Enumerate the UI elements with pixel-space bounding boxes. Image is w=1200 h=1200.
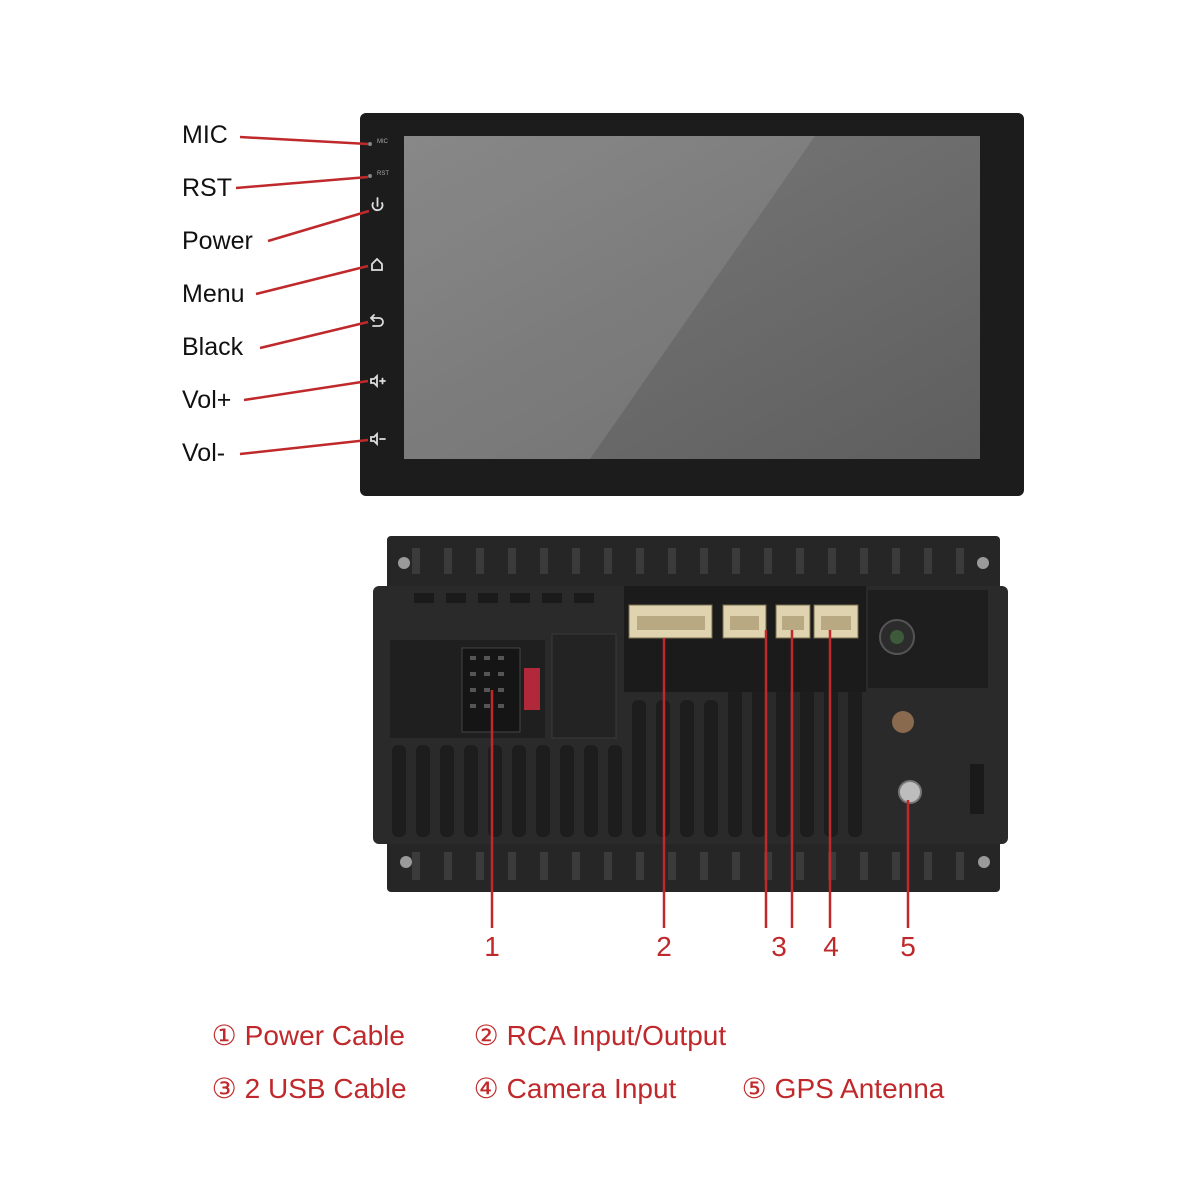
screw-top-left	[398, 557, 410, 569]
connector-number-5: 5	[900, 931, 916, 962]
label-rst: RST	[182, 174, 232, 202]
volume-up-icon[interactable]	[370, 373, 386, 389]
screw-top-right	[977, 557, 989, 569]
label-power: Power	[182, 227, 253, 255]
screw-bottom-left	[400, 856, 412, 868]
head-unit-rear	[373, 536, 1008, 928]
mic-hole	[368, 142, 372, 146]
blank-port	[551, 633, 617, 739]
label-menu: Menu	[182, 280, 245, 308]
connector-number-3: 3	[771, 931, 787, 962]
gps-antenna-port	[898, 780, 922, 804]
panel-rst-text: RST	[377, 171, 389, 177]
callout-power	[267, 209, 370, 243]
label-vol-up: Vol+	[182, 386, 232, 414]
reset-hole[interactable]	[368, 174, 372, 178]
back-icon[interactable]	[369, 314, 384, 327]
mic-jack	[892, 711, 914, 733]
screen-glare	[404, 136, 815, 459]
volume-down-icon[interactable]	[370, 431, 386, 447]
connector-number-4: 4	[823, 931, 839, 962]
callout-vol-up	[243, 379, 369, 402]
callout-black	[259, 320, 369, 350]
screw-bottom-right	[978, 856, 990, 868]
callout-rst	[235, 175, 369, 190]
fuse	[524, 668, 540, 710]
label-vol-down: Vol-	[182, 439, 226, 467]
callout-mic	[239, 135, 369, 146]
connector-number-1: 1	[484, 931, 500, 962]
radio-antenna-pin	[890, 630, 904, 644]
home-icon[interactable]	[371, 257, 383, 271]
label-black: Black	[182, 333, 244, 361]
touch-screen	[404, 136, 980, 459]
label-mic: MIC	[182, 121, 228, 149]
callout-menu	[255, 264, 369, 296]
connector-number-2: 2	[656, 931, 672, 962]
panel-mic-text: MIC	[377, 139, 388, 145]
rear-callout-lines	[490, 630, 910, 928]
front-callout-lines	[235, 135, 370, 456]
side-bracket	[970, 764, 984, 814]
callout-vol-down	[239, 438, 369, 456]
power-icon[interactable]	[371, 197, 384, 211]
head-unit-front	[235, 113, 1024, 496]
